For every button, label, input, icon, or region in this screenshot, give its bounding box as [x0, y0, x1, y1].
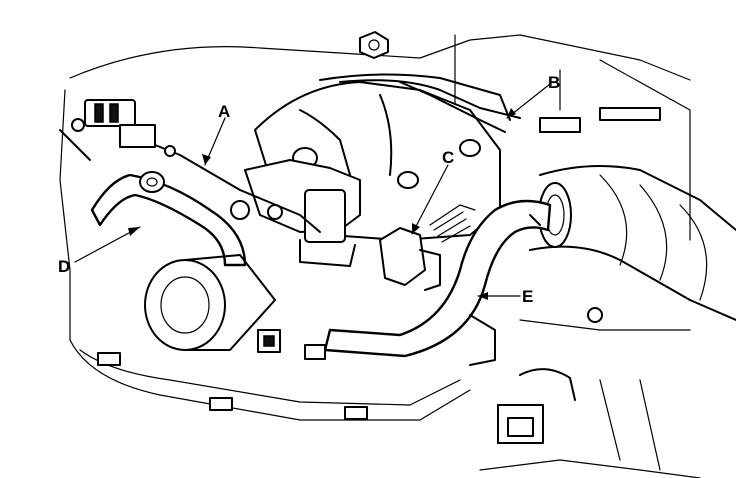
callout-a: A [218, 102, 230, 121]
hose-d [90, 171, 247, 267]
idle-air-control-valve [230, 159, 361, 267]
callout-e: E [522, 287, 533, 306]
wiring-b [339, 79, 521, 133]
bottom-right-connector [497, 368, 576, 444]
arrowhead-d [128, 227, 140, 236]
bottom-bolt-icon [257, 329, 281, 353]
engine-outline [59, 34, 701, 478]
leader-lines [74, 83, 551, 300]
arrowhead-b [507, 108, 516, 118]
top-bolt-icon [359, 31, 389, 59]
lower-rail-clips [97, 352, 368, 420]
hose-e [304, 199, 552, 366]
right-bolt-icon [587, 307, 603, 323]
leader-d [74, 226, 141, 263]
throttle-cable-a [154, 144, 321, 233]
leader-c [411, 164, 449, 235]
callout-b: B [548, 73, 560, 92]
callout-labels: A B C D E [58, 73, 560, 306]
intake-tube [144, 254, 276, 351]
arrowhead-e [478, 292, 488, 300]
connector-c [379, 204, 476, 291]
arrowhead-c [412, 223, 420, 234]
sensor-connector-left [59, 99, 156, 161]
callout-c: C [442, 148, 454, 167]
callout-d: D [58, 257, 70, 276]
air-intake-duct [529, 107, 736, 321]
arrowhead-a [202, 154, 211, 165]
